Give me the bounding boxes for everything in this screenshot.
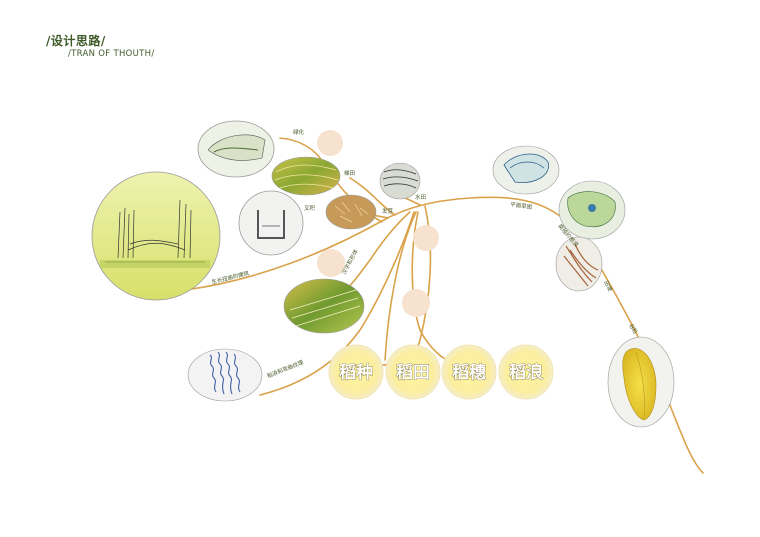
label-crossing: 叉积 [304,205,316,212]
label-wave: 稻浪和弯曲纹理 [266,358,305,380]
roots-image [556,237,602,291]
label-greenery: 绿化 [293,128,305,136]
word-badge-wave: 稻浪 [499,345,553,399]
crossing-structure-image [239,191,303,255]
wave-texture-image [188,349,262,401]
word-seed: 稻种 [339,362,373,383]
sketch-building-image [92,172,220,300]
green-plan-image [559,181,625,239]
label-twisted-building: 生长扭曲的建筑 [211,269,251,286]
word-badge-spike: 稻穗 [442,345,496,399]
label-sprout: 发芽 [382,207,394,215]
word-badge-field: 稻田 [386,345,440,399]
plan-sketch-image [493,146,559,194]
terrace-field-image [272,157,340,195]
word-field: 稻田 [396,363,430,383]
word-badge-seed: 稻种 [329,345,383,399]
word-badges: 稻种 稻田 稻穗 稻浪 [329,345,553,399]
greenery-plan-image [198,121,274,177]
sprouting-seeds-image [326,195,376,229]
rice-field-strips-image [284,279,364,333]
paddy-water-image [380,163,420,199]
word-spike: 稻穗 [452,363,486,383]
branch-lines [185,138,703,473]
word-wave: 稻浪 [509,362,543,383]
label-grain: 谷粒 [627,322,640,336]
label-paddy: 水田 [415,193,426,201]
rice-grain-image [608,337,674,427]
label-terrace: 梯田 [344,169,355,177]
